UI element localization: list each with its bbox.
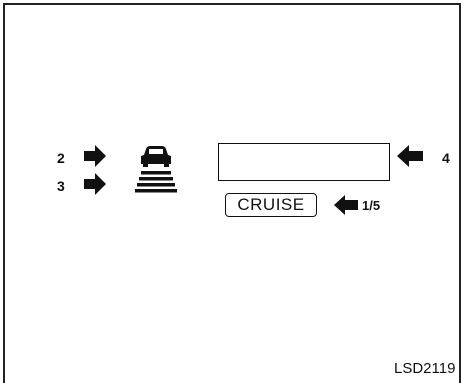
cruise-indicator: CRUISE bbox=[225, 193, 317, 217]
callout-label-1-5: 1/5 bbox=[362, 199, 380, 213]
vehicle-ahead-distance-icon bbox=[131, 144, 181, 198]
figure-code: LSD2119 bbox=[394, 361, 455, 377]
arrow-left-icon bbox=[334, 195, 358, 215]
arrow-left-icon bbox=[397, 145, 423, 167]
callout-label-3: 3 bbox=[57, 179, 65, 193]
arrow-right-icon bbox=[84, 173, 106, 195]
arrow-right-icon bbox=[84, 145, 106, 167]
callout-label-4: 4 bbox=[442, 151, 450, 165]
callout-label-2: 2 bbox=[57, 151, 65, 165]
set-speed-display-box bbox=[218, 143, 390, 181]
